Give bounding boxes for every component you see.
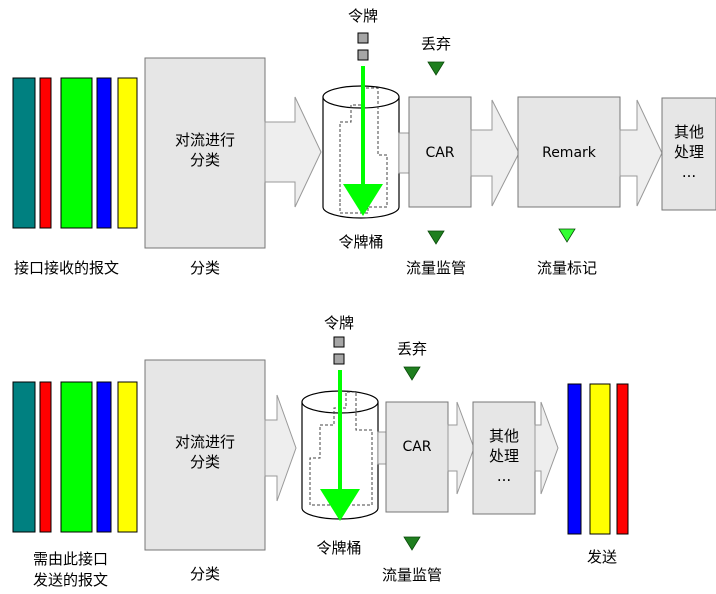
drop-label: 丢弃 [420,35,451,53]
block-arrow [264,394,297,502]
packet-green [60,381,93,533]
classify-box-text: 对流进行 分类 [174,131,235,169]
other-processing-box-text: 其他 处理 ... [488,427,519,485]
send-packets-label: 需由此接口 发送的报文 [33,550,109,589]
car-box [408,96,472,208]
packet-teal [12,381,36,533]
remark-box-text: Remark [542,145,596,161]
block-arrow [534,401,559,495]
packet-blue [96,381,112,533]
car-box-text: CAR [402,439,432,455]
block-arrow [447,401,475,495]
policing-triangle-icon [403,536,421,551]
send-label: 发送 [586,548,617,566]
drop-triangle-icon [427,61,445,76]
token-icon [357,32,369,44]
remark-box [517,96,621,208]
block-arrow [264,96,322,208]
packet-red [39,381,52,533]
packet-blue [567,383,582,535]
car-box [385,401,449,513]
packet-yellow [589,383,611,535]
marking-label: 流量标记 [536,259,597,277]
token-label: 令牌 [323,314,354,332]
classify-box-text: 对流进行 分类 [174,433,235,471]
token-icon [333,336,345,348]
token-icon [357,49,369,61]
packet-teal [12,77,36,229]
packet-red [616,383,629,535]
bucket-label: 令牌桶 [338,233,384,251]
packet-green [60,77,93,229]
packet-yellow [117,77,138,229]
other-processing-box [472,401,536,515]
packet-blue [96,77,112,229]
policing-label: 流量监管 [381,566,442,584]
token-icon [333,353,345,365]
classify-label: 分类 [189,565,220,583]
packet-red [39,77,52,229]
packet-yellow [117,381,138,533]
classify-box [144,57,266,249]
block-arrow [619,99,663,207]
drop-label: 丢弃 [396,340,427,358]
policing-triangle-icon [427,230,445,245]
token-label: 令牌 [347,7,378,25]
car-box-text: CAR [425,145,455,161]
policing-label: 流量监管 [405,259,466,277]
other-processing-box-text: 其他 处理 ... [673,123,704,181]
bucket-label: 令牌桶 [316,539,362,557]
drop-triangle-icon [403,366,421,381]
block-arrow [470,99,520,207]
classify-label: 分类 [189,259,220,277]
received-packets-label: 接口接收的报文 [14,259,120,277]
other-processing-box [661,97,716,211]
marking-triangle-icon [558,228,576,243]
